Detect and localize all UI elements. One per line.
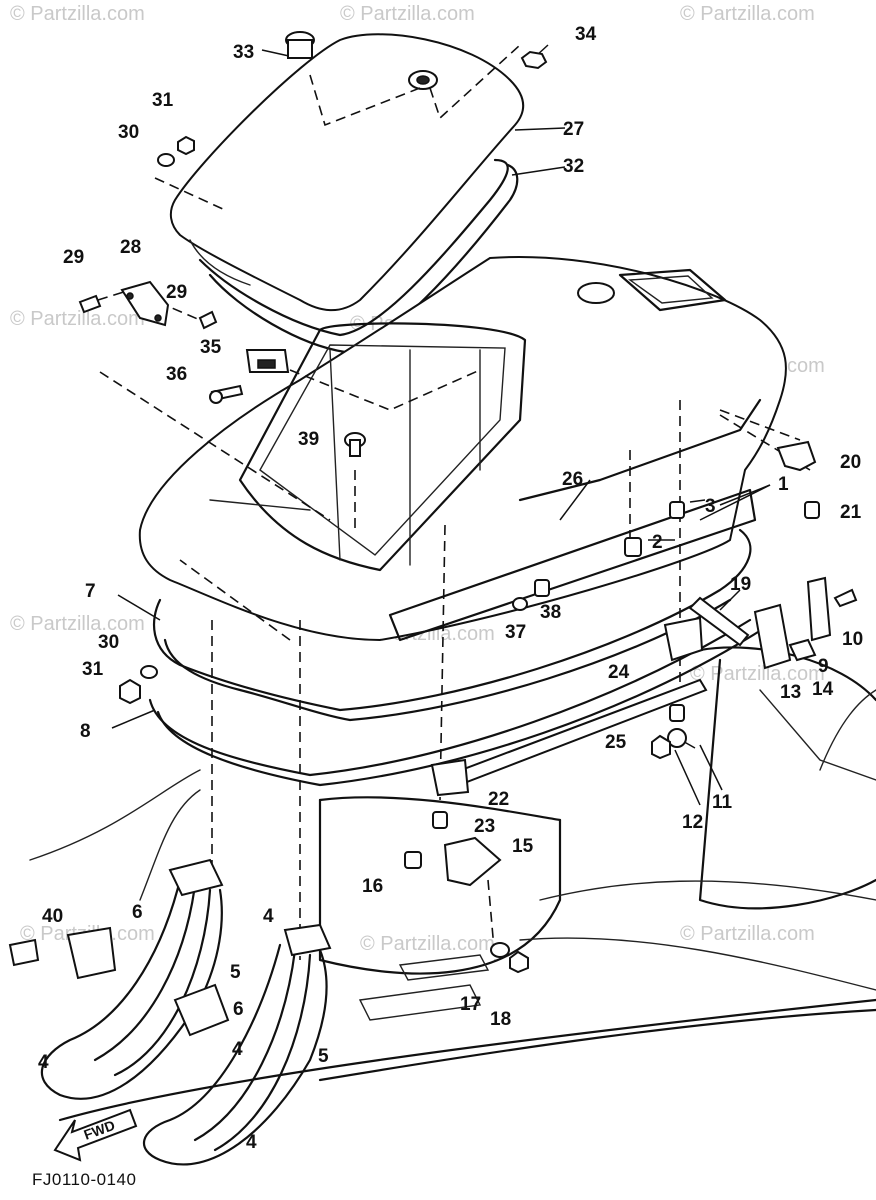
callout-25: 25 [605, 732, 627, 753]
callout-35: 35 [200, 337, 222, 358]
callout-33: 33 [233, 42, 254, 63]
watermark: © Partzilla.com [690, 663, 825, 685]
hatch-lid [169, 33, 525, 312]
watermark: © Partzilla.com [10, 3, 145, 25]
watermark: © Partzilla.com [360, 933, 495, 955]
callout-5: 5 [318, 1046, 329, 1067]
callout-20: 20 [840, 452, 861, 473]
watermark: © Partzilla.com [10, 308, 145, 330]
callout-6: 6 [132, 902, 143, 923]
callout-27: 27 [563, 119, 584, 140]
fwd-arrow: FWD [53, 1108, 138, 1162]
callout-16: 16 [362, 876, 383, 897]
callout-29: 29 [166, 282, 187, 303]
callout-9: 9 [818, 656, 829, 677]
callout-32: 32 [563, 156, 584, 177]
callout-11: 11 [712, 792, 733, 813]
leader-lines [97, 44, 811, 961]
callout-18: 18 [490, 1009, 511, 1030]
callout-5: 5 [230, 962, 241, 983]
callout-4: 4 [38, 1052, 49, 1073]
callout-21: 21 [840, 502, 862, 523]
callout-7: 7 [85, 581, 96, 602]
watermark: © Partzilla.com [340, 3, 475, 25]
callout-26: 26 [562, 469, 583, 490]
callout-24: 24 [608, 662, 630, 683]
callout-4: 4 [232, 1039, 243, 1060]
callout-12: 12 [682, 812, 703, 833]
callout-37: 37 [505, 622, 526, 643]
callout-3: 3 [705, 496, 716, 517]
callout-31: 31 [82, 659, 104, 680]
callout-28: 28 [120, 237, 141, 258]
engine-hood [138, 256, 787, 642]
callout-13: 13 [780, 682, 801, 703]
callout-2: 2 [652, 532, 663, 553]
callout-30: 30 [118, 122, 139, 143]
watermark: © Partzilla.com [680, 923, 815, 945]
ducts [40, 858, 332, 1166]
hull-deck [29, 646, 876, 1122]
callout-19: 19 [730, 574, 751, 595]
watermark: © Partzilla.com [10, 613, 145, 635]
callout-4: 4 [263, 906, 274, 927]
callout-30: 30 [98, 632, 119, 653]
callout-17: 17 [460, 994, 481, 1015]
callout-15: 15 [512, 836, 534, 857]
callout-40: 40 [42, 906, 63, 927]
callout-6: 6 [233, 999, 244, 1020]
diagram-code: FJ0110-0140 [32, 1170, 136, 1189]
callout-39: 39 [298, 429, 319, 450]
hood-seal [148, 528, 760, 787]
hardware [8, 31, 858, 974]
callout-29: 29 [63, 247, 84, 268]
callout-23: 23 [474, 816, 495, 837]
callout-14: 14 [812, 679, 834, 700]
callout-22: 22 [488, 789, 509, 810]
callout-4: 4 [246, 1132, 257, 1153]
callout-31: 31 [152, 90, 174, 111]
callout-labels: 33 34 31 27 30 32 29 28 29 35 36 39 26 3… [38, 24, 863, 1153]
callout-36: 36 [166, 364, 187, 385]
callout-38: 38 [540, 602, 561, 623]
callout-10: 10 [842, 629, 863, 650]
watermark: © Partzilla.com [680, 3, 815, 25]
callout-1: 1 [778, 474, 789, 495]
callout-8: 8 [80, 721, 91, 742]
callout-34: 34 [575, 24, 597, 45]
